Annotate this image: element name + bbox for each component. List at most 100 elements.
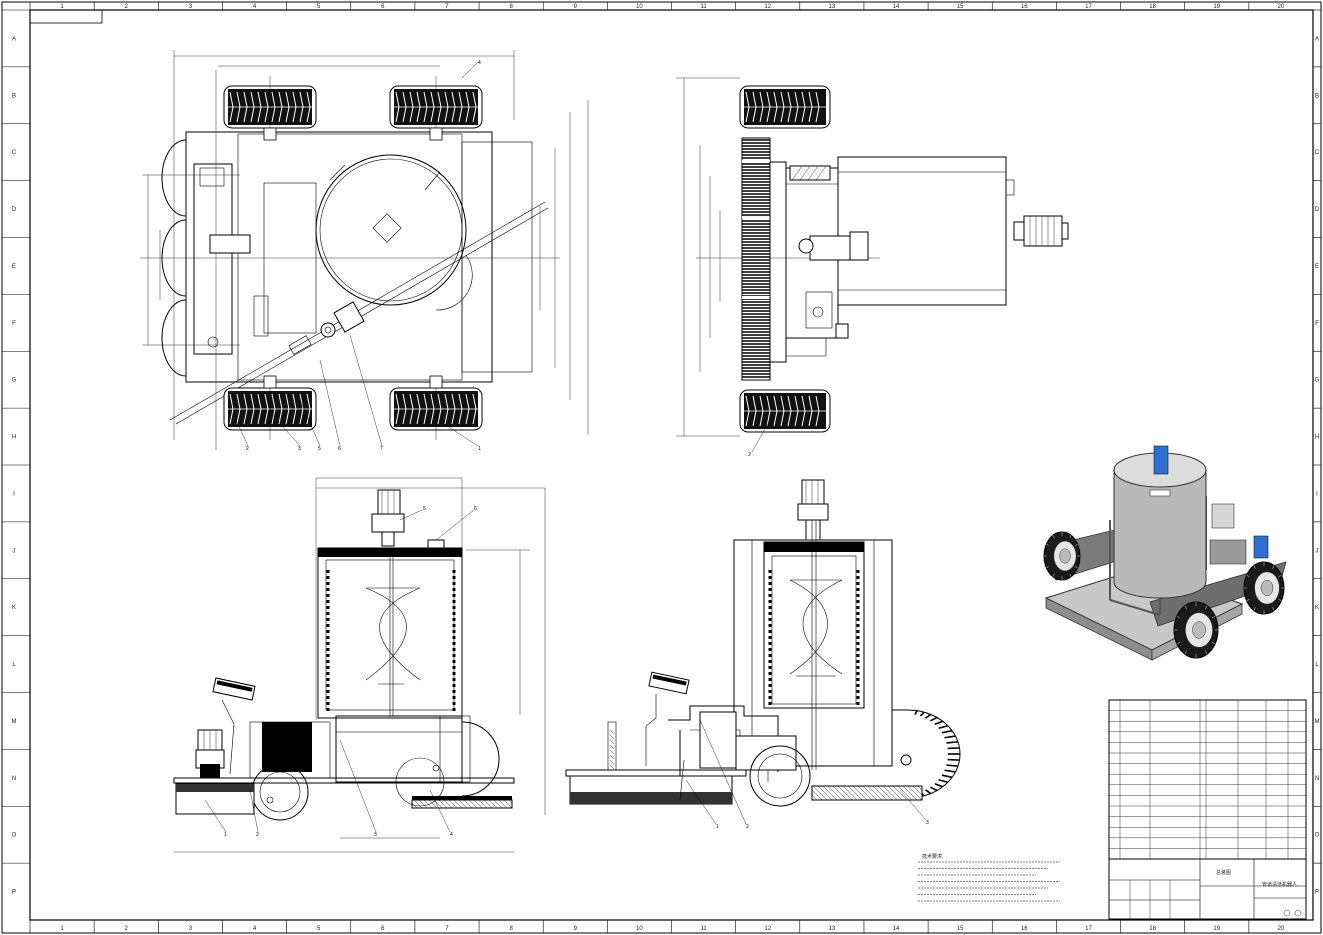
tv-label-5: 5 <box>318 446 321 452</box>
zone-right-F: F <box>1315 321 1319 327</box>
zone-bottom-19: 19 <box>1213 926 1220 932</box>
zone-right-L: L <box>1315 662 1319 668</box>
zone-bottom-14: 14 <box>893 926 900 932</box>
zone-right-D: D <box>1315 207 1320 213</box>
fs-label-2: 2 <box>256 832 259 838</box>
zone-top-11: 11 <box>700 4 707 10</box>
zone-bottom-10: 10 <box>636 926 643 932</box>
zone-right-N: N <box>1315 776 1319 782</box>
fs-label-4: 4 <box>450 832 453 838</box>
zone-left-M: M <box>12 719 17 725</box>
zone-left-B: B <box>12 93 16 99</box>
rs-label-2: 2 <box>746 824 749 830</box>
zone-left-F: F <box>12 321 16 327</box>
tv-label-2: 1 <box>478 446 481 452</box>
isometric-view <box>1043 445 1287 661</box>
zone-left-K: K <box>12 605 16 611</box>
zone-top-17: 17 <box>1085 4 1092 10</box>
zone-right-B: B <box>1315 93 1319 99</box>
fs-label-6: 6 <box>474 506 477 512</box>
zone-bottom-1: 1 <box>60 926 64 932</box>
zone-top-9: 9 <box>574 4 578 10</box>
zone-top-6: 6 <box>381 4 385 10</box>
zone-top-19: 19 <box>1213 4 1220 10</box>
zone-bottom-3: 3 <box>189 926 193 932</box>
zone-left-A: A <box>12 36 16 42</box>
tv-label-4: 3 <box>298 446 301 452</box>
zone-bottom-4: 4 <box>253 926 257 932</box>
zone-bottom-13: 13 <box>829 926 836 932</box>
zone-left-L: L <box>12 662 16 668</box>
zone-bottom-5: 5 <box>317 926 321 932</box>
zone-bottom-2: 2 <box>125 926 129 932</box>
technical-notes: 技术要求 <box>918 853 1060 902</box>
zone-right-M: M <box>1315 719 1320 725</box>
zone-top-16: 16 <box>1021 4 1028 10</box>
tv-label-7: 7 <box>380 446 383 452</box>
zone-left-J: J <box>13 548 16 554</box>
sv-label-1: 2 <box>748 452 751 458</box>
zone-top-3: 3 <box>189 4 193 10</box>
product-name: 管道清洁机器人 <box>1262 881 1297 888</box>
zone-left-P: P <box>12 890 16 896</box>
zone-left-C: C <box>12 150 17 156</box>
zone-top-8: 8 <box>509 4 513 10</box>
tv-label-3: 2 <box>246 446 249 452</box>
zone-bottom-11: 11 <box>700 926 707 932</box>
drawing-name: 总装图 <box>1216 869 1231 876</box>
corner-tab <box>29 9 103 24</box>
zone-top-4: 4 <box>253 4 257 10</box>
rs-label-1: 1 <box>716 824 719 830</box>
zone-top-7: 7 <box>445 4 449 10</box>
zone-bottom-20: 20 <box>1278 926 1285 932</box>
zone-bottom-12: 12 <box>764 926 771 932</box>
zone-bottom-15: 15 <box>957 926 964 932</box>
zone-right-K: K <box>1315 605 1319 611</box>
zone-right-H: H <box>1315 435 1319 441</box>
zone-top-2: 2 <box>125 4 129 10</box>
right-section: 1 2 3 <box>565 479 961 830</box>
zone-right-E: E <box>1315 264 1319 270</box>
zone-top-14: 14 <box>893 4 900 10</box>
zone-right-I: I <box>1316 491 1318 497</box>
zone-top-12: 12 <box>764 4 771 10</box>
zone-bottom-6: 6 <box>381 926 385 932</box>
tv-label-1: 4 <box>478 60 481 66</box>
zone-left-D: D <box>12 207 17 213</box>
rs-label-3: 3 <box>926 820 929 826</box>
tv-label-6: 6 <box>338 446 341 452</box>
zone-bottom-17: 17 <box>1085 926 1092 932</box>
zone-top-13: 13 <box>829 4 836 10</box>
zone-bottom-16: 16 <box>1021 926 1028 932</box>
side-view: 2 <box>676 77 1069 458</box>
zone-top-5: 5 <box>317 4 321 10</box>
zone-right-G: G <box>1315 378 1320 384</box>
top-view: 4 1 2 3 5 6 7 <box>140 50 589 452</box>
zone-bottom-7: 7 <box>445 926 449 932</box>
zone-right-C: C <box>1315 150 1320 156</box>
zone-left-E: E <box>12 264 16 270</box>
zone-left-I: I <box>13 491 15 497</box>
iso-motor-side <box>1253 535 1269 559</box>
zone-right-P: P <box>1315 890 1319 896</box>
zone-left-O: O <box>12 833 17 839</box>
zone-left-N: N <box>12 776 16 782</box>
fs-label-5: 5 <box>423 506 426 512</box>
zone-top-18: 18 <box>1149 4 1156 10</box>
zone-top-20: 20 <box>1278 4 1285 10</box>
zone-top-15: 15 <box>957 4 964 10</box>
iso-motor-top <box>1153 445 1169 475</box>
zone-top-1: 1 <box>60 4 64 10</box>
notes-title: 技术要求 <box>922 853 942 860</box>
zone-right-J: J <box>1316 548 1319 554</box>
zone-bottom-18: 18 <box>1149 926 1156 932</box>
fs-label-1: 1 <box>224 832 227 838</box>
title-block: 总装图 管道清洁机器人 <box>1108 699 1307 920</box>
iso-tank <box>1113 470 1207 599</box>
zone-bottom-9: 9 <box>574 926 578 932</box>
zone-left-G: G <box>12 378 17 384</box>
zone-bottom-8: 8 <box>509 926 513 932</box>
